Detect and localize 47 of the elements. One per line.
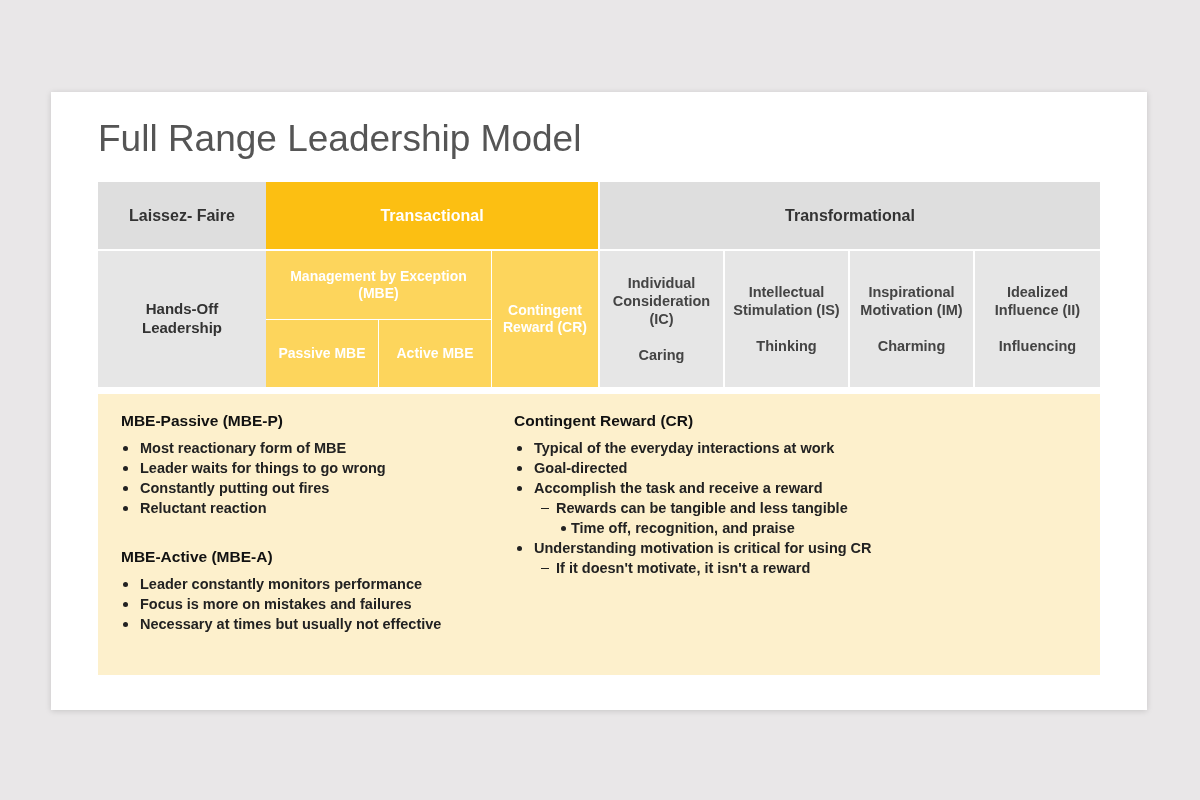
table-cell (98, 251, 266, 387)
table-cell (492, 251, 598, 387)
table-cell (725, 251, 848, 387)
cell-keyword: Caring (638, 346, 685, 365)
section-heading: MBE-Passive (MBE-P) (121, 411, 283, 431)
table-cell (600, 251, 723, 387)
cell-heading: Passive MBE (278, 344, 366, 363)
bullet-item: Reluctant reaction (121, 498, 267, 518)
cell-keyword: Thinking (756, 337, 817, 356)
cell-keyword: Influencing (998, 337, 1077, 356)
table-cell (266, 320, 378, 387)
header-cell (98, 182, 266, 249)
cell-heading: Transactional (380, 205, 484, 226)
bullet-item: Leader waits for things to go wrong (121, 458, 386, 478)
bullet-item: Time off, recognition, and praise (561, 518, 795, 538)
cell-heading: Individual Consideration (IC) (611, 273, 712, 329)
bullet-item: Most reactionary form of MBE (121, 438, 347, 458)
cell-heading: Transformational (785, 205, 915, 226)
cell-heading: Idealized Influence (II) (993, 282, 1082, 320)
bullet-item: Goal-directed (515, 458, 628, 478)
bullet-item: Necessary at times but usually not effective (121, 614, 442, 634)
header-cell (266, 182, 598, 249)
bullet-item: Rewards can be tangible and less tangible (540, 498, 848, 518)
bullet-item: Constantly putting out fires (121, 478, 330, 498)
section-heading: MBE-Active (MBE-A) (121, 547, 273, 567)
section-heading: Contingent Reward (CR) (514, 411, 694, 431)
cell-heading: Contingent Reward (CR) (502, 301, 588, 337)
table-cell (379, 320, 491, 387)
bullet-item: Leader constantly monitors performance (121, 574, 422, 594)
cell-heading: Laissez- Faire (129, 205, 235, 226)
cell-heading: Intellectual Stimulation (IS) (733, 282, 840, 320)
bullet-item: Typical of the everyday interactions at work (515, 438, 835, 458)
cell-heading: Inspirational Motivation (IM) (859, 282, 964, 320)
cell-heading: Management by Exception (MBE) (289, 267, 468, 303)
cell-keyword: Charming (877, 337, 946, 356)
bullet-item: Focus is more on mistakes and failures (121, 594, 412, 614)
info-panel (98, 394, 1100, 675)
bullet-item: Accomplish the task and receive a reward (515, 478, 823, 498)
table-cell (266, 251, 491, 319)
bullet-item: Understanding motivation is critical for using CR (515, 538, 872, 558)
table-cell (975, 251, 1100, 387)
header-cell (600, 182, 1100, 249)
cell-heading: Active MBE (396, 344, 474, 363)
bullet-item: If it doesn't motivate, it isn't a reward (540, 558, 811, 578)
diagram-title: Full Range Leadership Model (98, 118, 582, 160)
table-cell (850, 251, 973, 387)
cell-heading: Hands-Off Leadership (141, 300, 223, 338)
